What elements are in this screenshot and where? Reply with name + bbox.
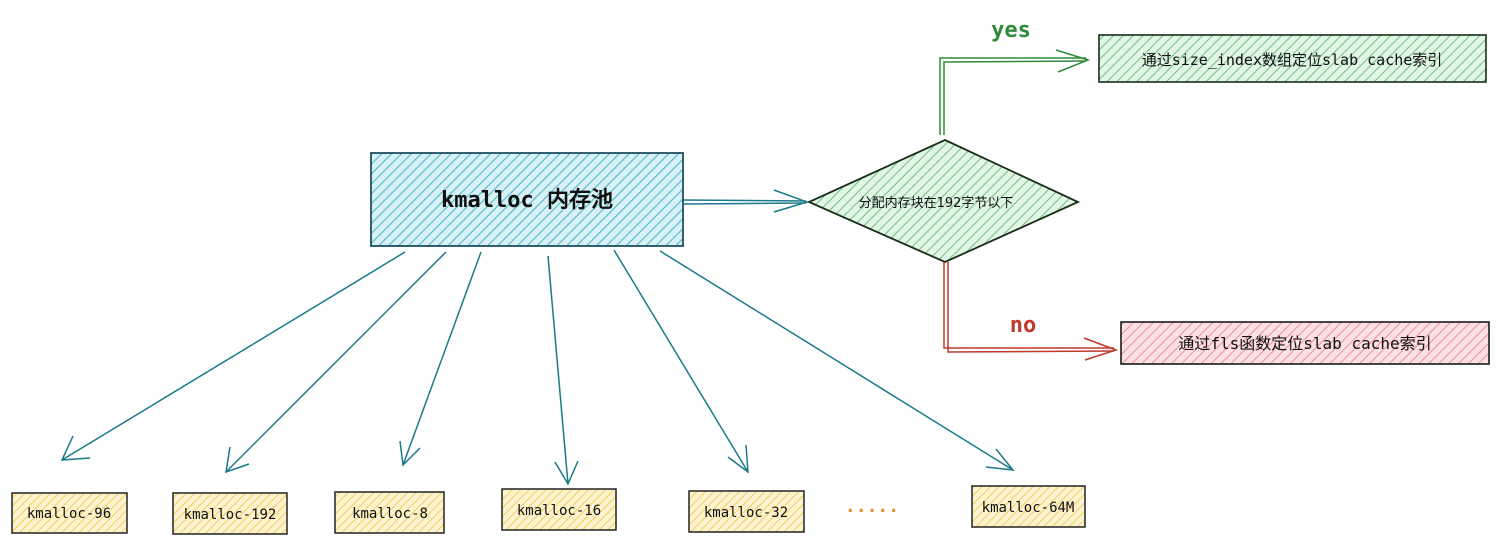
arrow-to-cache-4	[547, 255, 579, 486]
decision-node: 分配内存块在192字节以下	[806, 139, 1081, 263]
cache-node: kmalloc-8	[334, 491, 445, 534]
ellipsis: .....	[845, 496, 899, 517]
no-target-node: 通过fls函数定位slab cache索引	[1120, 321, 1490, 365]
cache-label: kmalloc-8	[352, 506, 428, 522]
pool-label: kmalloc 内存池	[441, 187, 613, 213]
cache-arrows	[60, 249, 1015, 486]
cache-label: kmalloc-96	[27, 506, 111, 522]
yes-branch-connector	[939, 49, 1091, 135]
cache-label: kmalloc-192	[184, 507, 277, 523]
cache-label: kmalloc-32	[704, 505, 788, 521]
cache-node: kmalloc-96	[11, 492, 128, 534]
arrow-to-cache-6	[659, 250, 1015, 471]
no-branch-connector	[943, 262, 1119, 361]
decision-label: 分配内存块在192字节以下	[859, 195, 1014, 211]
cache-node: kmalloc-32	[688, 490, 805, 533]
no-label: no	[1010, 313, 1037, 338]
arrow-to-cache-5	[613, 249, 749, 474]
kmalloc-pool-node: kmalloc 内存池	[370, 152, 684, 247]
cache-label: kmalloc-16	[517, 503, 601, 519]
cache-node: kmalloc-192	[172, 492, 288, 535]
yes-target-node: 通过size_index数组定位slab cache索引	[1098, 34, 1487, 83]
arrow-to-cache-2	[225, 251, 447, 474]
cache-node: kmalloc-64M	[971, 485, 1086, 528]
yes-label: yes	[991, 18, 1031, 43]
cache-label: kmalloc-64M	[982, 500, 1075, 516]
no-target-label: 通过fls函数定位slab cache索引	[1178, 334, 1431, 353]
arrow-to-cache-1	[60, 251, 406, 461]
cache-node: kmalloc-16	[501, 488, 617, 531]
arrow-to-cache-3	[399, 251, 482, 467]
pool-to-decision-arrow	[683, 189, 810, 213]
yes-target-label: 通过size_index数组定位slab cache索引	[1142, 51, 1443, 69]
